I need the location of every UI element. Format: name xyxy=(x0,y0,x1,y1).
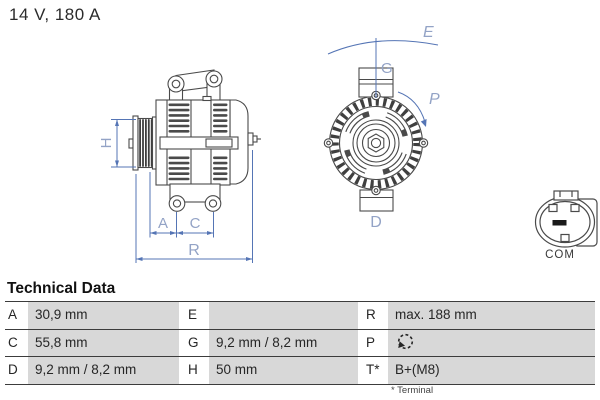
dim-value: B+(M8) xyxy=(388,357,595,384)
dim-label-d: D xyxy=(370,214,382,231)
dim-label-a: A xyxy=(158,215,168,232)
dim-key: P xyxy=(358,329,388,356)
dim-key: T* xyxy=(358,357,388,384)
dim-label-r: R xyxy=(188,242,200,259)
technical-data-table: A 30,9 mm E R max. 188 mm C 55,8 mm G 9,… xyxy=(5,301,595,385)
terminal-footnote: * Terminal xyxy=(391,385,434,396)
dim-value: max. 188 mm xyxy=(388,302,595,329)
dim-key: H xyxy=(179,357,209,384)
dim-key: R xyxy=(358,302,388,329)
connector-pin xyxy=(552,220,567,226)
dim-value xyxy=(209,302,358,329)
com-connector xyxy=(534,190,598,248)
dim-label-e: E xyxy=(423,24,434,41)
technical-drawing: H A C R xyxy=(98,24,598,263)
dim-key: G xyxy=(179,329,209,356)
dim-key: C xyxy=(5,329,28,356)
dim-value xyxy=(388,329,595,356)
side-view-dimensions xyxy=(111,119,253,263)
connector-label: COM xyxy=(545,249,575,261)
dim-label-g: G xyxy=(381,60,393,77)
dim-key: D xyxy=(5,357,28,384)
dim-key: A xyxy=(5,302,28,329)
dim-value: 50 mm xyxy=(209,357,358,384)
dim-value: 9,2 mm / 8,2 mm xyxy=(209,329,358,356)
dim-value: 55,8 mm xyxy=(28,329,179,356)
table-row: D 9,2 mm / 8,2 mm H 50 mm T* B+(M8) xyxy=(5,356,595,384)
alternator-front-view xyxy=(323,67,429,212)
pulley-grooves xyxy=(139,119,153,167)
technical-data-title: Technical Data xyxy=(7,280,116,297)
alternator-side-view xyxy=(128,69,261,212)
front-view-dimensions xyxy=(327,38,439,127)
dim-value: 30,9 mm xyxy=(28,302,179,329)
table-row: A 30,9 mm E R max. 188 mm xyxy=(5,301,595,329)
dim-label-p: P xyxy=(429,91,440,108)
table-row: C 55,8 mm G 9,2 mm / 8,2 mm P xyxy=(5,328,595,356)
dim-label-h: H xyxy=(98,138,115,149)
dim-label-c: C xyxy=(190,215,201,232)
dim-key: E xyxy=(179,302,209,329)
product-rating: 14 V, 180 A xyxy=(9,5,101,24)
dim-value: 9,2 mm / 8,2 mm xyxy=(28,357,179,384)
rotation-direction-icon xyxy=(397,333,414,350)
